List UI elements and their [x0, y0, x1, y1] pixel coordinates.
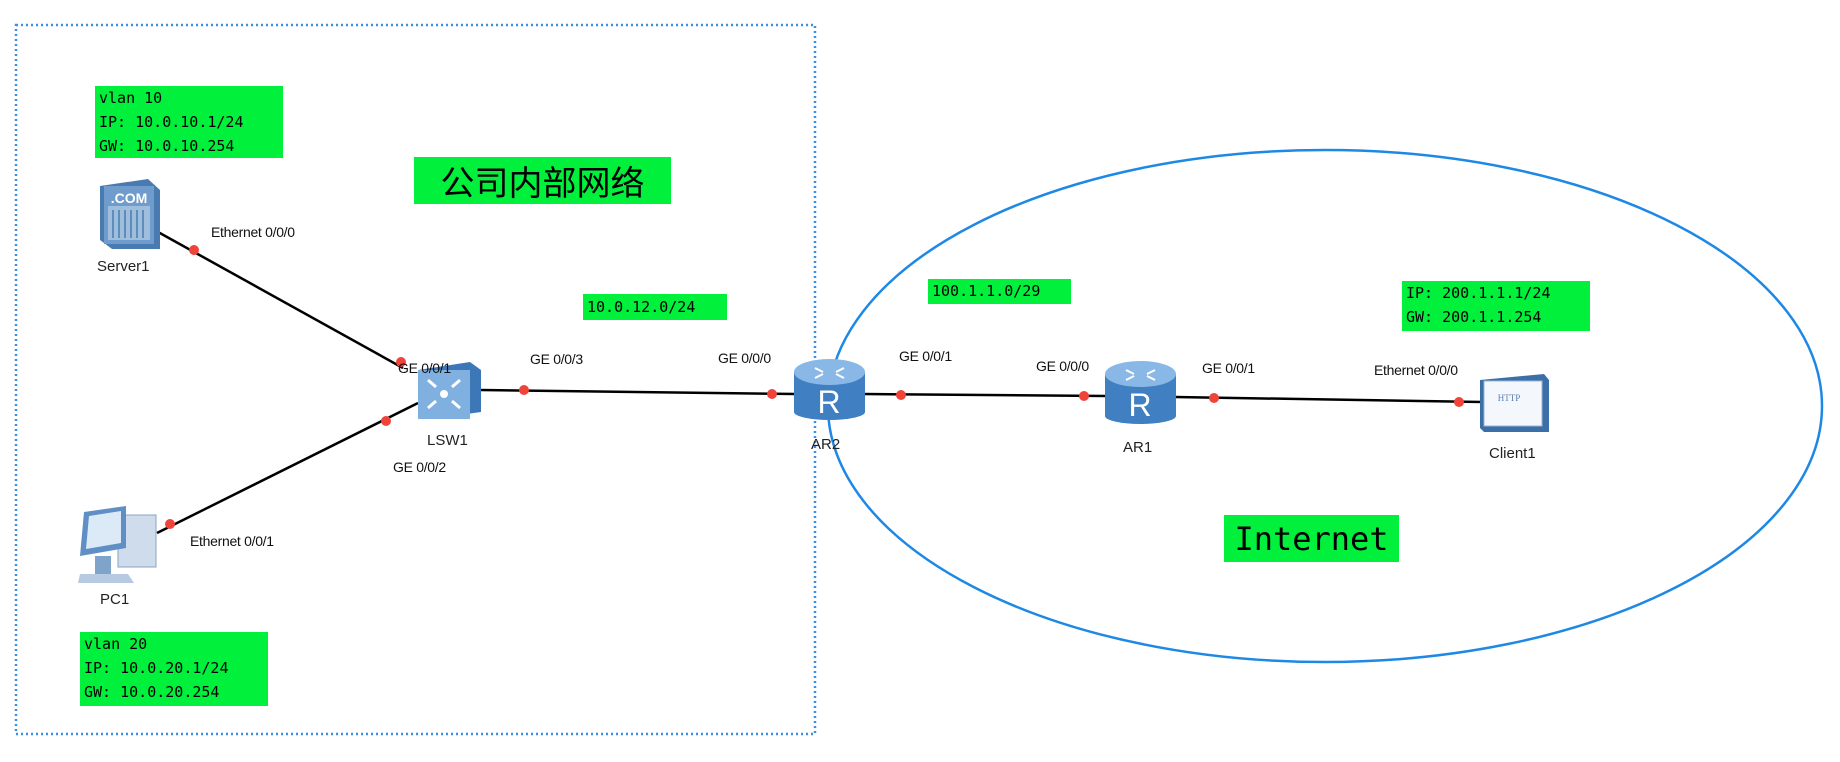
port-dot	[165, 519, 175, 529]
router-ar2-icon[interactable]: R	[794, 359, 865, 420]
server-icon[interactable]: .COM	[100, 179, 160, 249]
client-badge: HTTP	[1498, 393, 1521, 403]
port-dot	[1454, 397, 1464, 407]
internet-zone-title: Internet	[1224, 515, 1399, 562]
link-ar2-ar1-subnet: 100.1.1.0/29	[928, 279, 1071, 304]
port-dot	[189, 245, 199, 255]
port-dot	[381, 416, 391, 426]
pc-label: PC1	[100, 591, 130, 608]
port-label-ar1-g0: GE 0/0/0	[1036, 358, 1089, 374]
link-pc-lsw[interactable]	[156, 401, 419, 535]
link-server-lsw[interactable]	[157, 230, 404, 370]
internet-zone-border	[826, 148, 1824, 664]
port-label-ar2-g1: GE 0/0/1	[899, 348, 952, 364]
port-label-server-eth: Ethernet 0/0/0	[211, 224, 295, 240]
pc-icon[interactable]	[78, 506, 157, 583]
note-line: 100.1.1.0/29	[932, 282, 1041, 300]
client-label: Client1	[1489, 445, 1536, 462]
note-line: GW: 10.0.10.254	[99, 137, 235, 155]
router-ar1-icon[interactable]: R	[1105, 361, 1176, 424]
server-badge: .COM	[111, 190, 148, 206]
port-label-pc-eth: Ethernet 0/0/1	[190, 533, 274, 549]
note-line: vlan 20	[84, 635, 148, 653]
server-note: vlan 10 IP: 10.0.10.1/24 GW: 10.0.10.254	[95, 86, 283, 158]
switch-label: LSW1	[427, 432, 468, 449]
note-line: IP: 10.0.10.1/24	[99, 113, 244, 131]
router-letter: R	[817, 384, 840, 420]
note-line: GW: 200.1.1.254	[1406, 308, 1542, 326]
note-line: vlan 10	[99, 89, 163, 107]
port-dot	[1209, 393, 1219, 403]
router-letter: R	[1128, 387, 1151, 423]
server-label: Server1	[97, 258, 150, 275]
note-line: IP: 200.1.1.1/24	[1406, 284, 1551, 302]
client-icon[interactable]: HTTP	[1480, 374, 1549, 432]
port-label-lsw-g1: GE 0/0/1	[398, 360, 451, 376]
note-line: GW: 10.0.20.254	[84, 683, 220, 701]
link-ar1-client[interactable]	[1174, 395, 1483, 404]
switch-icon[interactable]	[418, 362, 481, 419]
link-lsw-ar2-subnet: 10.0.12.0/24	[583, 294, 727, 320]
port-dot	[767, 389, 777, 399]
internal-zone-title: 公司内部网络	[414, 157, 671, 204]
port-label-lsw-g3: GE 0/0/3	[530, 351, 583, 367]
link-lsw-ar2[interactable]	[480, 388, 797, 396]
port-dots	[165, 245, 1464, 529]
ar1-label: AR1	[1123, 439, 1153, 456]
port-dot	[396, 357, 406, 367]
port-dot	[896, 390, 906, 400]
client-note: IP: 200.1.1.1/24 GW: 200.1.1.254	[1402, 281, 1590, 331]
port-dot	[1079, 391, 1089, 401]
port-label-ar2-g0: GE 0/0/0	[718, 350, 771, 366]
note-line: 10.0.12.0/24	[587, 298, 696, 316]
port-label-client-eth: Ethernet 0/0/0	[1374, 362, 1458, 378]
internal-zone-border	[14, 23, 817, 736]
port-dot	[519, 385, 529, 395]
ar2-label: AR2	[811, 436, 841, 453]
note-line: IP: 10.0.20.1/24	[84, 659, 229, 677]
pc-note: vlan 20 IP: 10.0.20.1/24 GW: 10.0.20.254	[80, 632, 268, 706]
port-label-lsw-g2: GE 0/0/2	[393, 459, 446, 475]
port-label-ar1-g1: GE 0/0/1	[1202, 360, 1255, 376]
